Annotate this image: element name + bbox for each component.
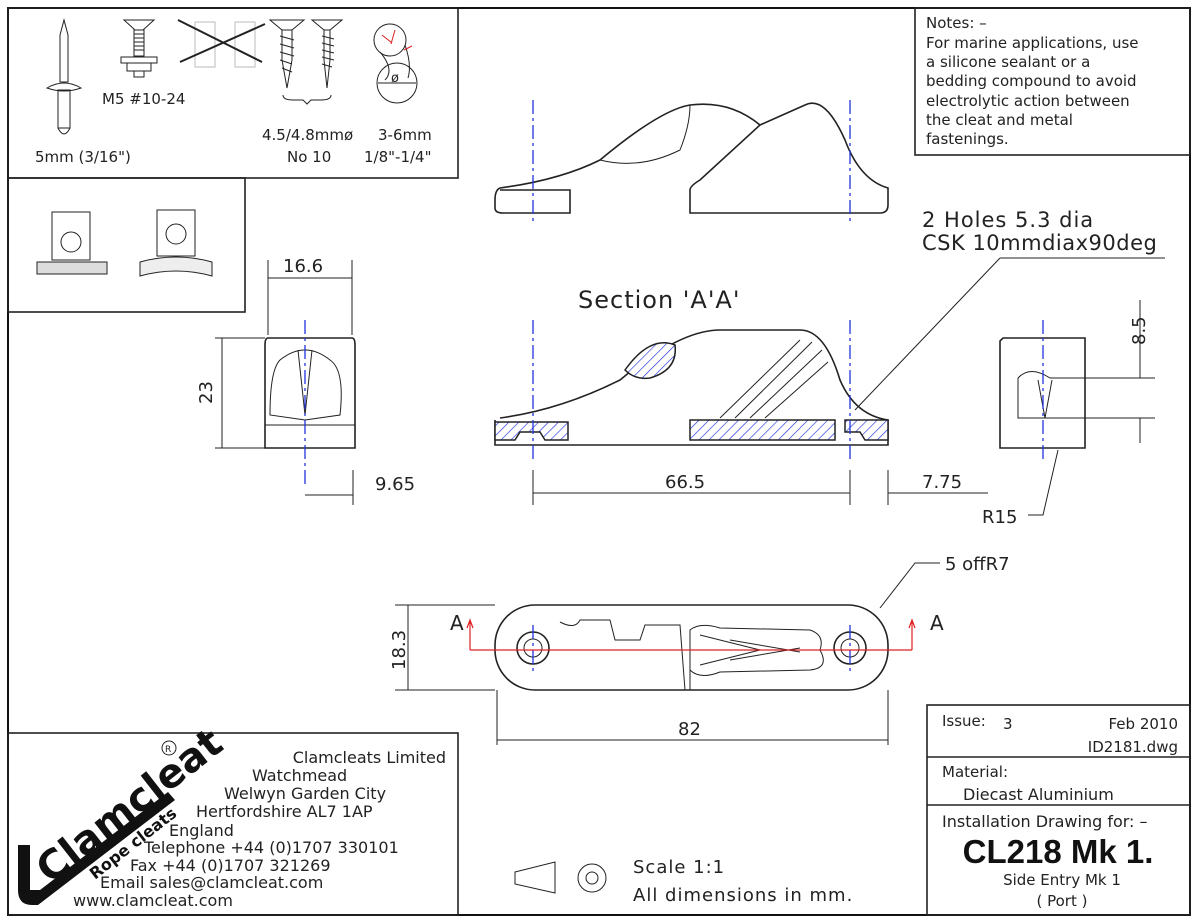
right-view-dims	[1028, 300, 1155, 516]
end-view-dims	[215, 260, 354, 505]
drawing-for-label: Installation Drawing for: –	[942, 812, 1148, 831]
projection-symbol-icon	[514, 861, 607, 894]
dim-overall-length: 82	[678, 719, 701, 740]
part-side: ( Port )	[1037, 892, 1088, 910]
notes-line: electrolytic action between	[926, 92, 1130, 110]
notes-line: the cleat and metal	[926, 111, 1073, 129]
plan-dims	[395, 604, 889, 745]
scale-label: Scale 1:1	[633, 857, 725, 878]
notes-title: Notes: –	[926, 14, 987, 32]
title-block	[926, 704, 1191, 916]
dim-top-height: 8.5	[1129, 316, 1150, 345]
plan-view	[466, 604, 916, 691]
part-description: Side Entry Mk 1	[1003, 871, 1121, 889]
section-label: Section 'A'A'	[578, 286, 740, 314]
units-note: All dimensions in mm.	[633, 885, 853, 906]
section-marker-left: A	[450, 611, 464, 635]
section-marker-right: A	[930, 611, 944, 635]
dim-radius: R15	[982, 507, 1017, 528]
material-label: Material:	[942, 763, 1008, 781]
end-view	[264, 320, 356, 485]
rope-size-inch: 1/8"-1/4"	[364, 148, 432, 166]
csk-spec: CSK 10mmdiax90deg	[922, 231, 1157, 255]
address-line: Watchmead	[252, 766, 347, 785]
address-panel	[7, 732, 459, 916]
file-name: ID2181.dwg	[1088, 738, 1178, 756]
company-address: Clamcleats Limited Watchmead Welwyn Gard…	[73, 748, 446, 910]
dim-offset-right: 7.75	[922, 472, 962, 493]
end-view-right	[999, 320, 1086, 460]
notes-line: a silicone sealant or a	[926, 53, 1090, 71]
machine-screw-label: M5 #10-24	[102, 90, 185, 108]
dim-corner-radius: 5 offR7	[945, 554, 1010, 575]
section-view	[494, 320, 889, 460]
part-number: CL218 Mk 1.	[963, 833, 1154, 870]
diameter-symbol: ø	[391, 71, 399, 86]
wood-screw-icon	[268, 19, 344, 105]
notes: Notes: – For marine applications, use a …	[926, 14, 1139, 148]
email[interactable]: Email sales@clamcleat.com	[100, 873, 323, 892]
issue-date: Feb 2010	[1109, 715, 1179, 733]
registered-mark: R	[165, 745, 171, 755]
notes-panel	[914, 7, 1191, 156]
address-line: Welwyn Garden City	[224, 784, 386, 803]
side-elevation-view	[494, 100, 889, 225]
rivet-label: 5mm (3/16")	[35, 148, 131, 166]
self-tapping-size: 4.5/4.8mmø	[262, 126, 353, 144]
issue-label: Issue:	[942, 712, 986, 730]
address-line: Hertfordshire AL7 1AP	[196, 802, 373, 821]
dim-height-end: 23	[196, 381, 217, 404]
dim-hole-spacing: 66.5	[665, 472, 705, 493]
self-tapping-number: No 10	[287, 148, 331, 166]
dim-width-end: 16.6	[283, 256, 323, 277]
fax: Fax +44 (0)1707 321269	[130, 856, 331, 875]
curved-mount-icon	[139, 209, 213, 277]
rope-size-mm: 3-6mm	[378, 126, 432, 144]
notes-line: For marine applications, use	[926, 34, 1139, 52]
notes-line: bedding compound to avoid	[926, 72, 1137, 90]
mounting-panel	[7, 177, 246, 313]
telephone: Telephone +44 (0)1707 330101	[143, 838, 399, 857]
holes-leader	[854, 257, 1001, 411]
dim-offset-left: 9.65	[375, 474, 415, 495]
not-permitted-screws-icon	[177, 19, 266, 68]
flat-mount-icon	[36, 211, 108, 275]
rivet-icon	[45, 18, 83, 135]
dim-plan-width: 18.3	[389, 630, 410, 670]
website[interactable]: www.clamcleat.com	[73, 891, 233, 910]
drawing-border	[7, 7, 1191, 916]
address-line: England	[169, 821, 234, 840]
rope-icon	[373, 23, 418, 104]
machine-screw-icon	[120, 19, 158, 78]
notes-line: fastenings.	[926, 130, 1009, 148]
holes-spec: 2 Holes 5.3 dia	[922, 208, 1094, 232]
material-value: Diecast Aluminium	[963, 785, 1114, 804]
corner-leader	[879, 562, 940, 609]
length-dims	[532, 470, 988, 505]
issue-number: 3	[1003, 715, 1013, 733]
address-line: Clamcleats Limited	[293, 748, 446, 767]
